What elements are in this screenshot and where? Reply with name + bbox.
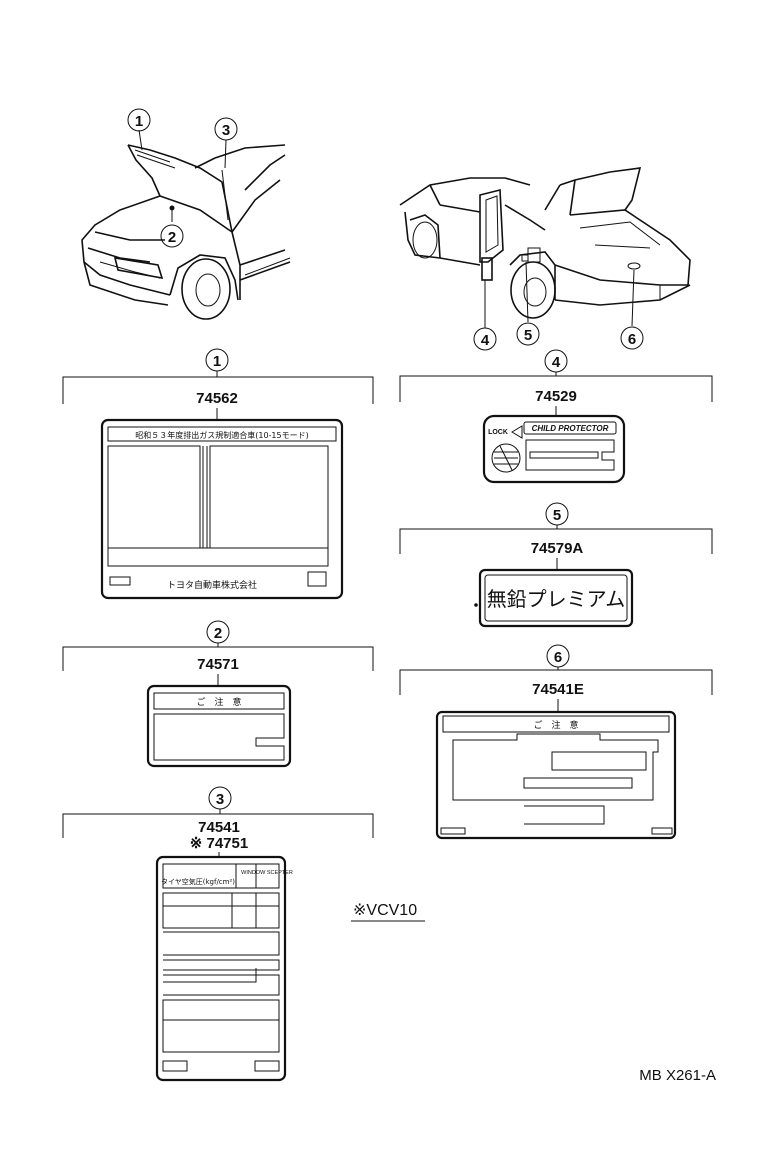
- label-2-section: 2 74571 ご 注 意: [62, 620, 374, 768]
- svg-text:5: 5: [524, 327, 532, 344]
- svg-text:2: 2: [168, 229, 176, 246]
- svg-text:5: 5: [553, 507, 561, 524]
- part-number-74579A: 74579A: [531, 540, 584, 557]
- svg-text:6: 6: [628, 331, 636, 348]
- label-74541E-drawing: ご 注 意: [435, 710, 677, 840]
- label-1-section: 1 74562 昭和５３年度排出ガス規制適合車(10-15モード) トヨタ自動車…: [62, 348, 374, 600]
- label-74562-header: 昭和５３年度排出ガス規制適合車(10-15モード): [135, 430, 309, 440]
- label-6-section: 6 74541E ご 注 意: [399, 644, 713, 840]
- svg-text:1: 1: [213, 353, 221, 370]
- label-74541-col2: WINDOW SCEPTER: [241, 870, 293, 876]
- note-vcv10: ※VCV10: [353, 902, 417, 919]
- label-74541E-header: ご 注 意: [533, 719, 578, 731]
- part-number-74751: ※ 74751: [190, 835, 248, 852]
- svg-text:3: 3: [222, 122, 230, 139]
- label-74529-banner: CHILD PROTECTOR: [532, 424, 609, 433]
- callout-top-1: 1: [127, 108, 151, 132]
- label-74571-header: ご 注 意: [196, 696, 241, 708]
- label-74529-lock: LOCK: [488, 429, 508, 436]
- part-number-74541: 74541: [198, 819, 240, 836]
- diagram-code: MB X261-A: [639, 1067, 716, 1084]
- svg-text:4: 4: [481, 332, 490, 349]
- label-74579A-drawing: 無鉛プレミアム: [474, 568, 634, 628]
- label-74562-drawing: 昭和５３年度排出ガス規制適合車(10-15モード) トヨタ自動車株式会社: [100, 418, 344, 600]
- part-number-74571: 74571: [197, 656, 239, 673]
- label-74541-drawing: タイヤ空気圧(kgf/cm²) WINDOW SCEPTER: [155, 855, 293, 1082]
- svg-text:6: 6: [554, 649, 562, 666]
- rear-car-illustration: [399, 167, 691, 328]
- callout-top-2: 2: [160, 224, 184, 248]
- svg-text:1: 1: [135, 113, 143, 130]
- callout-top-4: 4: [473, 327, 497, 351]
- label-74579A-text: 無鉛プレミアム: [487, 587, 626, 611]
- callout-top-6: 6: [620, 326, 644, 350]
- svg-text:2: 2: [214, 625, 222, 642]
- callout-top-3: 3: [214, 117, 238, 141]
- front-car-illustration: [81, 129, 291, 320]
- label-4-section: 4 74529 LOCK CHILD PROTECTOR: [399, 349, 713, 484]
- label-74529-drawing: LOCK CHILD PROTECTOR: [482, 414, 626, 484]
- svg-text:4: 4: [552, 354, 561, 371]
- part-number-74529: 74529: [535, 388, 577, 405]
- label-3-section: 3 74541 ※ 74751 タイヤ空気圧(kgf/cm²) WINDOW S…: [62, 786, 374, 1082]
- part-number-74541E: 74541E: [532, 681, 584, 698]
- svg-text:3: 3: [216, 791, 224, 808]
- label-74541-col1: タイヤ空気圧(kgf/cm²): [161, 877, 235, 886]
- label-74571-drawing: ご 注 意: [146, 684, 292, 768]
- model-note: ※VCV10: [351, 902, 425, 922]
- part-number-74562: 74562: [196, 390, 238, 407]
- label-5-section: 5 74579A 無鉛プレミアム: [399, 502, 713, 628]
- callout-top-5: 5: [516, 322, 540, 346]
- label-74562-maker: トヨタ自動車株式会社: [167, 579, 257, 591]
